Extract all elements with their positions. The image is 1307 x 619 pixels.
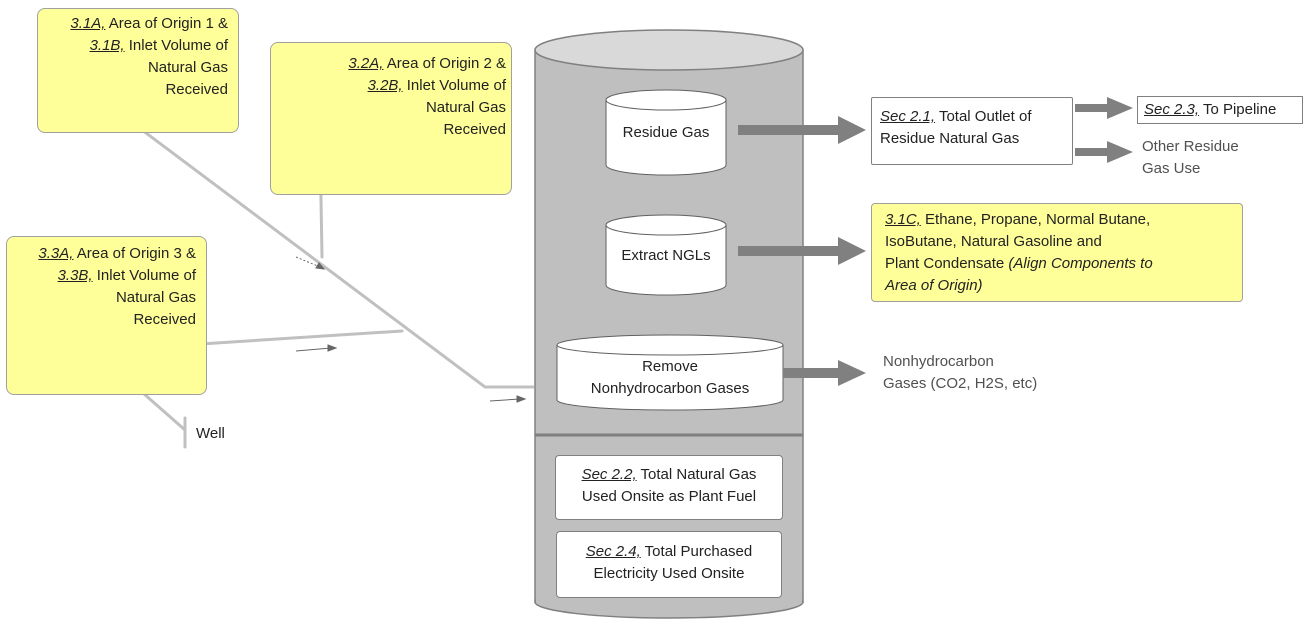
origin3-box: 3.3A, Area of Origin 3 & 3.3B, Inlet Vol…	[6, 236, 207, 395]
electricity-ref: Sec 2.4,	[585, 543, 641, 560]
origin1-ref-a: 3.1A,	[70, 15, 106, 32]
ngl-output-box: 3.1C, Ethane, Propane, Normal Butane, Is…	[871, 203, 1243, 302]
remove-line1: Remove	[642, 358, 698, 375]
pipeline-text: To Pipeline	[1199, 101, 1277, 118]
origin3-ref-b: 3.3B,	[57, 267, 93, 284]
plant-fuel-text: Total Natural Gas	[636, 466, 757, 483]
arrow-nonhydrocarbon-out	[783, 360, 866, 386]
residue-gas-cylinder	[605, 89, 727, 176]
origin2-ref-b: 3.2B,	[367, 77, 403, 94]
plant-fuel-ref: Sec 2.2,	[581, 466, 637, 483]
other-use-line2: Gas Use	[1142, 160, 1201, 177]
arrow-to-other-use	[1075, 141, 1133, 163]
remove-nonhydrocarbon-cylinder	[556, 334, 784, 411]
remove-line2: Nonhydrocarbon Gases	[590, 380, 750, 397]
arrow-to-pipeline	[1075, 97, 1133, 119]
nonhydrocarbon-output: Nonhydrocarbon Gases (CO2, H2S, etc)	[883, 351, 1037, 395]
origin2-text-b: Inlet Volume of	[402, 77, 506, 94]
ngl-line3-plain: Plant Condensate	[885, 255, 1009, 272]
origin2-line3: Natural Gas	[425, 99, 506, 116]
origin3-ref-a: 3.3A,	[38, 245, 74, 262]
pipeline-box: Sec 2.3, To Pipeline	[1137, 96, 1303, 124]
ngl-line4-italic: Area of Origin)	[885, 277, 983, 294]
ngl-ref: 3.1C,	[885, 211, 921, 228]
nonhydro-line2: Gases (CO2, H2S, etc)	[883, 375, 1038, 392]
total-outlet-ref: Sec 2.1,	[880, 108, 936, 125]
residue-gas-label: Residue Gas	[622, 124, 710, 141]
origin1-text-a: Area of Origin 1 &	[105, 15, 228, 32]
origin1-ref-b: 3.1B,	[89, 37, 125, 54]
origin2-box: 3.2A, Area of Origin 2 & 3.2B, Inlet Vol…	[270, 42, 512, 195]
origin1-line4: Received	[165, 81, 228, 98]
origin3-line4: Received	[133, 311, 196, 328]
electricity-box: Sec 2.4, Total Purchased Electricity Use…	[556, 531, 782, 598]
origin1-line3: Natural Gas	[147, 59, 228, 76]
total-outlet-box: Sec 2.1, Total Outlet of Residue Natural…	[871, 97, 1073, 165]
nonhydro-line1: Nonhydrocarbon	[883, 353, 994, 370]
plant-fuel-line2: Used Onsite as Plant Fuel	[581, 488, 757, 505]
other-use-line1: Other Residue	[1142, 138, 1239, 155]
arrow-residue-to-outlet	[738, 116, 866, 144]
total-outlet-line2: Residue Natural Gas	[880, 130, 1020, 147]
ngl-text: Ethane, Propane, Normal Butane,	[920, 211, 1151, 228]
extract-ngls-label: Extract NGLs	[621, 247, 711, 264]
origin1-box: 3.1A, Area of Origin 1 & 3.1B, Inlet Vol…	[37, 8, 239, 133]
electricity-text: Total Purchased	[640, 543, 753, 560]
pipeline-ref: Sec 2.3,	[1144, 101, 1200, 118]
origin1-text-b: Inlet Volume of	[124, 37, 228, 54]
plant-fuel-box: Sec 2.2, Total Natural Gas Used Onsite a…	[555, 455, 783, 520]
electricity-line2: Electricity Used Onsite	[593, 565, 745, 582]
origin3-text-b: Inlet Volume of	[92, 267, 196, 284]
other-residue-use: Other Residue Gas Use	[1142, 136, 1239, 180]
remove-nonhydrocarbon-label: Remove Nonhydrocarbon Gases	[557, 356, 783, 400]
origin2-ref-a: 3.2A,	[348, 55, 384, 72]
output-arrows	[738, 97, 1133, 386]
total-outlet-text: Total Outlet of	[935, 108, 1032, 125]
ngl-line2: IsoButane, Natural Gasoline and	[885, 233, 1102, 250]
ngl-line3-italic: (Align Components to	[1008, 255, 1153, 272]
origin2-text-a: Area of Origin 2 &	[383, 55, 506, 72]
origin3-line3: Natural Gas	[115, 289, 196, 306]
origin2-line4: Received	[443, 121, 506, 138]
extract-ngls-cylinder	[605, 214, 727, 296]
origin3-text-a: Area of Origin 3 &	[73, 245, 196, 262]
arrow-ngls-out	[738, 237, 866, 265]
well-label: Well	[196, 425, 225, 442]
flow-indicators	[295, 256, 527, 403]
